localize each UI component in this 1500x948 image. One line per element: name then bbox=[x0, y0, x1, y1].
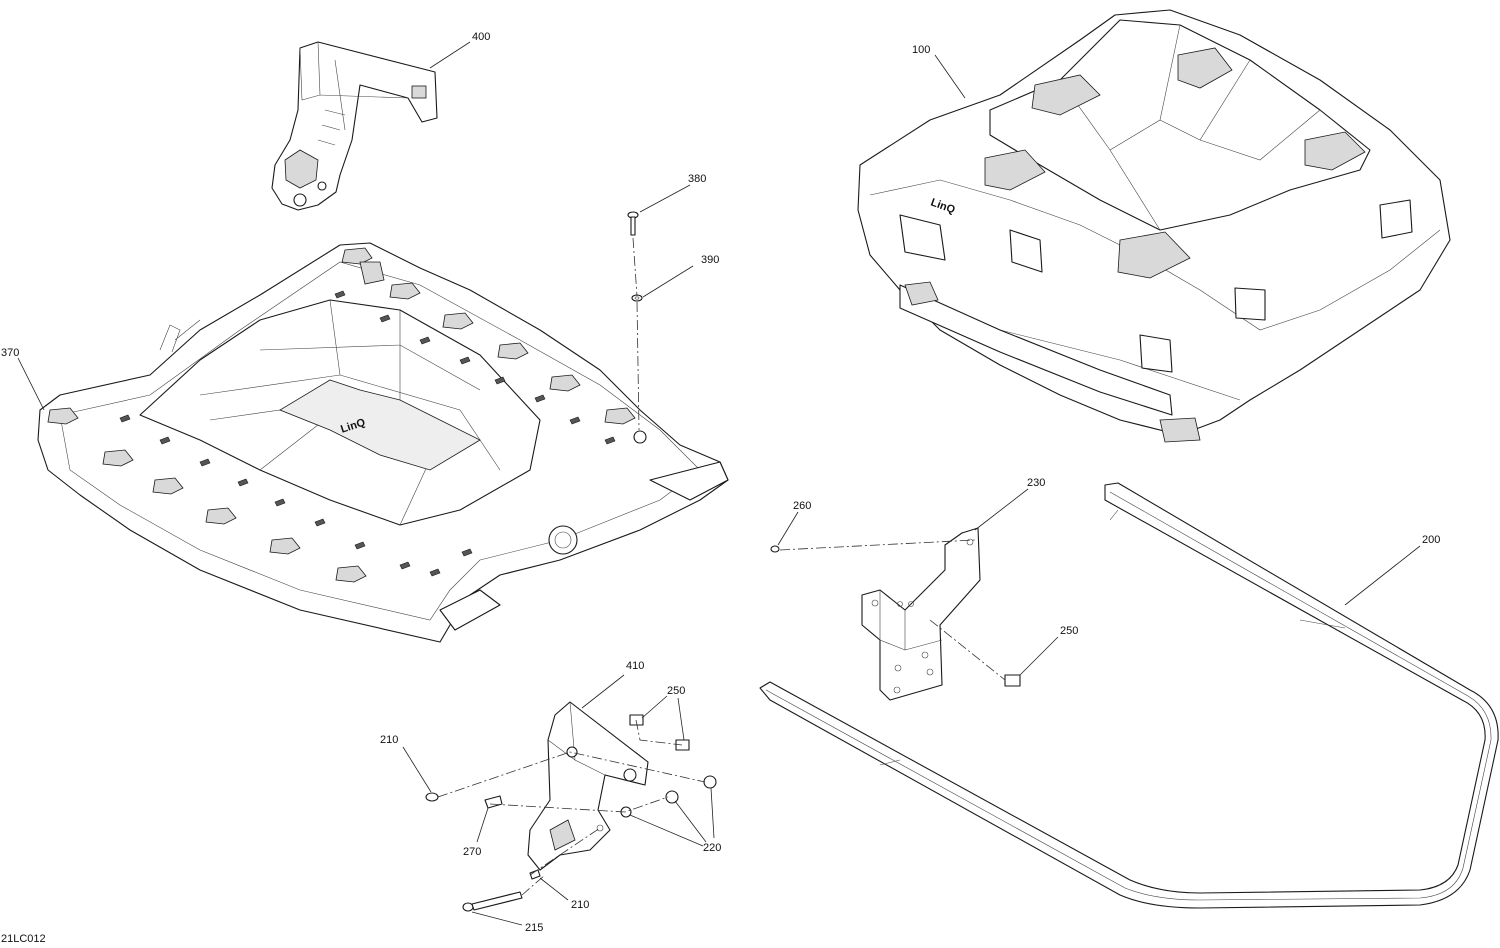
callout-215: 215 bbox=[525, 922, 543, 934]
axis-260-230 bbox=[779, 539, 1006, 681]
callout-100: 100 bbox=[912, 44, 930, 56]
callout-210-a: 210 bbox=[380, 734, 398, 746]
callout-220: 220 bbox=[703, 842, 721, 854]
platform-hex-pads bbox=[47, 247, 636, 583]
callout-410: 410 bbox=[626, 660, 644, 672]
callout-380: 380 bbox=[688, 173, 706, 185]
part-215-screw bbox=[462, 891, 523, 912]
part-230-bracket bbox=[861, 527, 981, 701]
axis-380-390 bbox=[632, 237, 640, 431]
callout-260: 260 bbox=[793, 500, 811, 512]
part-400-bracket bbox=[271, 41, 438, 211]
callout-250-a: 250 bbox=[1060, 625, 1078, 637]
platform-tie-slots bbox=[119, 290, 616, 577]
callout-200: 200 bbox=[1422, 534, 1440, 546]
figure-reference-code: 21LC012 bbox=[1, 933, 46, 945]
callout-230: 230 bbox=[1027, 477, 1045, 489]
callout-370: 370 bbox=[1, 347, 19, 359]
part-250-nut-a bbox=[1004, 674, 1021, 687]
part-250-nuts-b bbox=[629, 714, 690, 751]
part-210-screws bbox=[425, 792, 541, 880]
part-380-screw bbox=[627, 211, 639, 236]
part-270-screw bbox=[484, 795, 503, 809]
callout-leaders bbox=[17, 41, 1421, 926]
part-370-platform: LinQ bbox=[37, 242, 729, 643]
callout-270: 270 bbox=[463, 846, 481, 858]
part-260-screw bbox=[770, 545, 780, 553]
callout-400: 400 bbox=[472, 31, 490, 43]
part-410-bracket bbox=[527, 701, 649, 871]
callout-250-b: 250 bbox=[667, 685, 685, 697]
callout-210-b: 210 bbox=[571, 899, 589, 911]
callout-labels: 400 100 380 390 370 260 230 200 250 410 … bbox=[1, 31, 1440, 934]
part-100-storage-box: LinQ bbox=[857, 9, 1451, 443]
part-200-seal-rail bbox=[759, 482, 1499, 909]
axis-410-fasteners bbox=[437, 719, 706, 896]
callout-390: 390 bbox=[701, 254, 719, 266]
